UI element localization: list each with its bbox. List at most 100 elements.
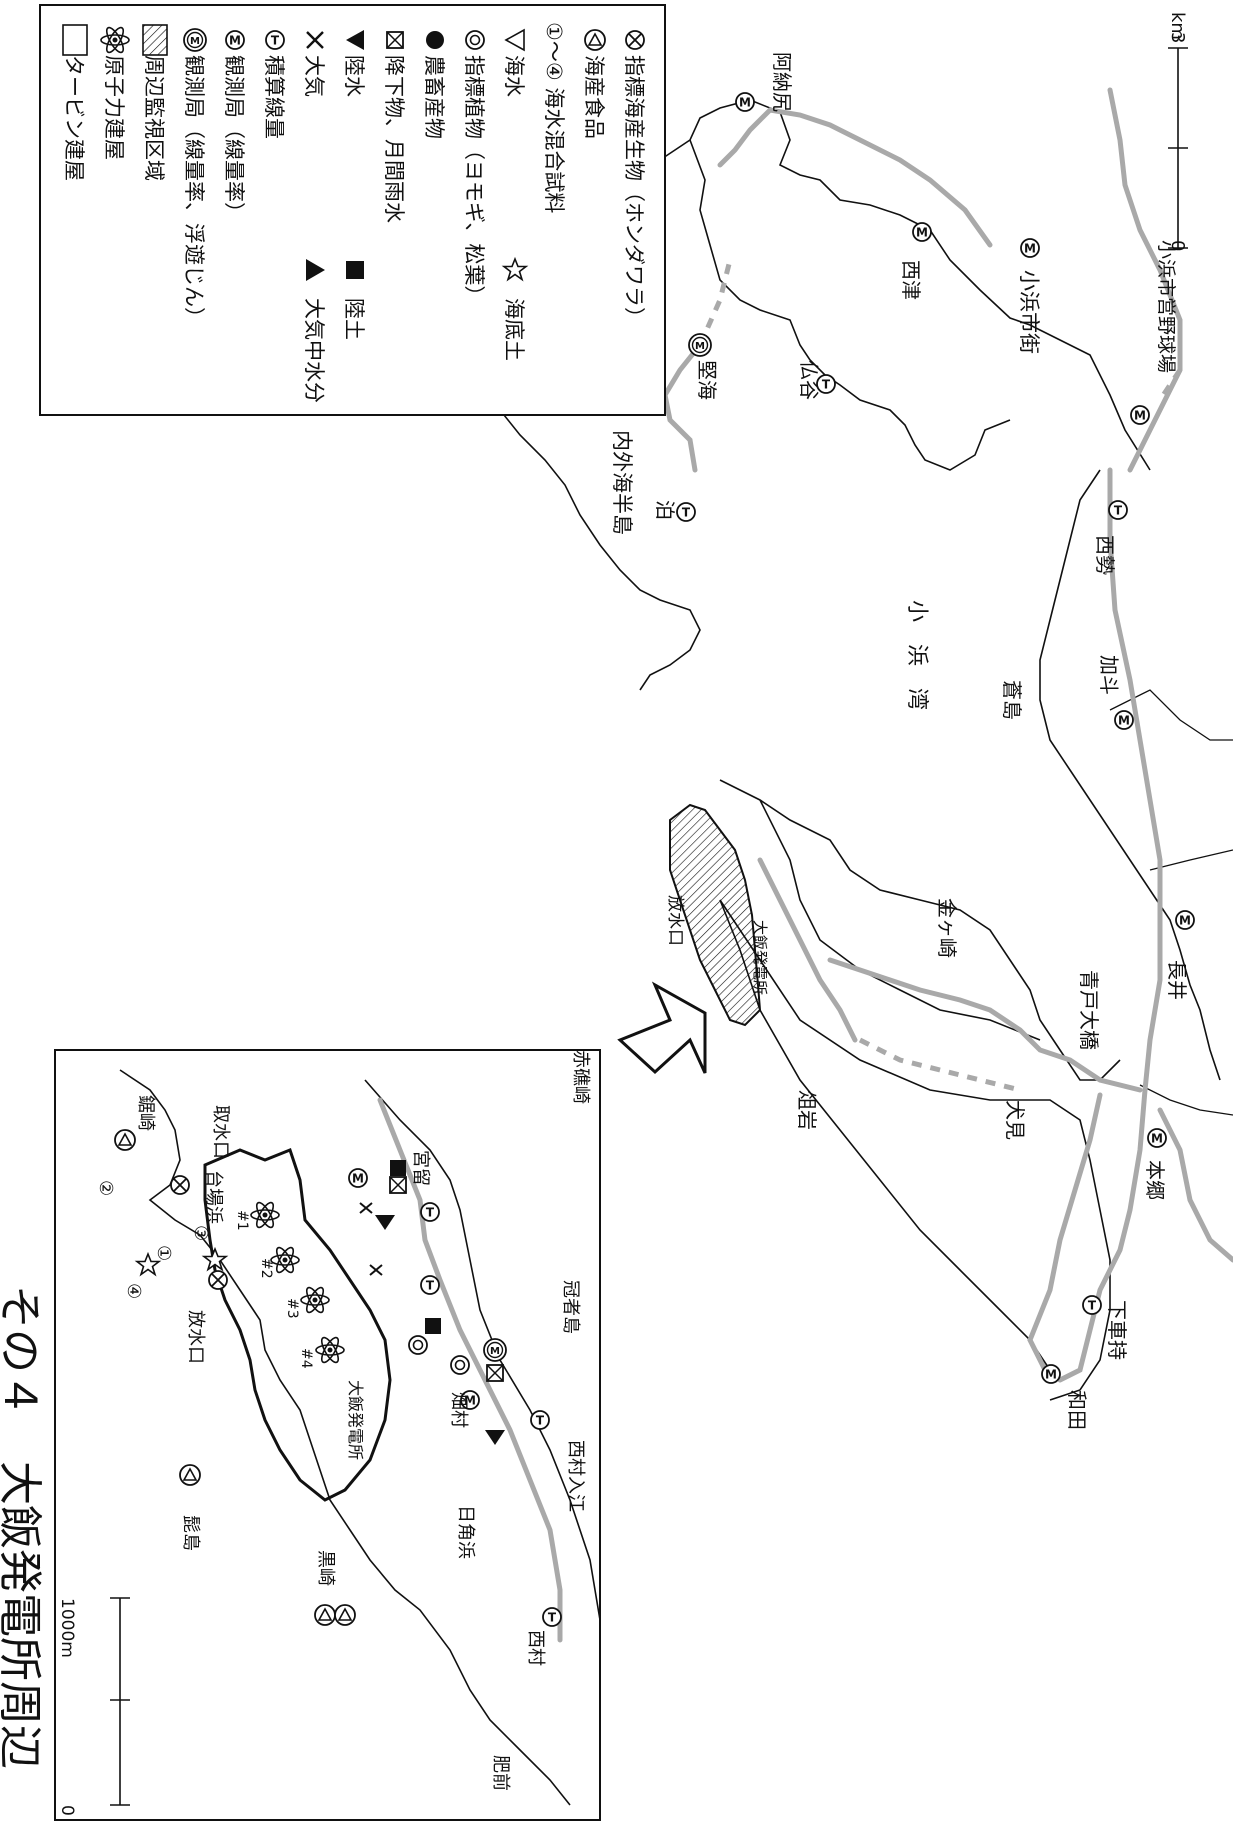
station-anoshiri-icon bbox=[735, 92, 755, 112]
inset-label-higezima: 髭島 bbox=[180, 1515, 202, 1551]
scale-main-tick: 3 bbox=[1167, 32, 1188, 43]
legend-item-label: 観測局（線量率） bbox=[222, 55, 246, 223]
coastline-south bbox=[719, 899, 1111, 1401]
label-obama-bay: 小 浜 湾 bbox=[904, 600, 929, 710]
inset-label-n3: ③ bbox=[190, 1225, 211, 1241]
coastline-hotokedani bbox=[689, 139, 1011, 471]
scale-main-unit: km bbox=[1167, 12, 1188, 40]
inset-label-akaishizaki: 赤礁崎 bbox=[570, 1050, 591, 1104]
legend: タービン建屋原子力建屋周辺監視区域観測局（線量率、浮遊じん）観測局（線量率）積算… bbox=[39, 4, 666, 416]
ohi-plant-area bbox=[669, 803, 762, 1027]
inset-coastline-north bbox=[119, 1069, 571, 1806]
page-title: その４ 大飯発電所周辺 bbox=[0, 1285, 45, 1769]
legend-item-label: 観測局（線量率、浮遊じん） bbox=[182, 55, 206, 328]
legend-item-label: 陸水 bbox=[342, 55, 366, 97]
inset-seafood-3-icon bbox=[314, 1604, 336, 1626]
scale-inset-zero: 0 bbox=[57, 1805, 77, 1816]
hatched-box bbox=[142, 24, 168, 56]
road-coast-south bbox=[1057, 467, 1163, 1383]
label-inumi: 犬見 bbox=[1003, 1100, 1027, 1140]
label-discharge-main: 放水口 bbox=[665, 895, 685, 946]
cross-icon bbox=[306, 31, 324, 49]
legend-item-label: ①～④ 海水混合試料 bbox=[542, 22, 566, 213]
inset-label-daibahama: 台場浜 bbox=[203, 1170, 224, 1224]
inset-plant-indicator-icon bbox=[408, 1335, 428, 1355]
legend-item-label-secondary: 陸土 bbox=[342, 298, 366, 340]
legend-item-label: 降下物、月間雨水 bbox=[382, 55, 406, 223]
scale-main-zero: 0 bbox=[1167, 240, 1188, 251]
inset-soil-1-icon bbox=[390, 1160, 406, 1176]
label-katami: 堅海 bbox=[695, 360, 719, 400]
inset-label-miyatome: 宮留 bbox=[410, 1150, 431, 1186]
label-tomari: 泊 bbox=[653, 500, 677, 520]
inset-dose-1-icon bbox=[420, 1202, 440, 1222]
label-uchitomi: 内外海半島 bbox=[610, 430, 634, 535]
road-katami-dashed bbox=[697, 259, 733, 347]
label-hongo: 本郷 bbox=[1143, 1160, 1167, 1200]
inset-label-unit4: #4 bbox=[298, 1348, 314, 1369]
dose-nishise-icon bbox=[1108, 500, 1128, 520]
label-nishise: 西勢 bbox=[1093, 535, 1117, 575]
label-nishizu: 西津 bbox=[899, 260, 923, 300]
double-circle-m-icon bbox=[183, 28, 207, 52]
coastline-aoto-inlet bbox=[719, 779, 1121, 1081]
inset-label-unit1: #1 bbox=[234, 1210, 250, 1231]
scale-bar-inset: 0 1000m bbox=[57, 1597, 130, 1816]
inset-label-nishimura-irie: 西村入江 bbox=[565, 1440, 586, 1512]
station-hongo-icon bbox=[1147, 1128, 1167, 1148]
station-yakyujo-icon bbox=[1130, 405, 1150, 425]
label-ohi-plant-main: 大飯発電所 bbox=[751, 920, 769, 995]
legend-item-label: 原子力建屋 bbox=[102, 55, 126, 160]
inset-road bbox=[377, 1097, 563, 1643]
road-inumi-dashed bbox=[858, 1037, 1021, 1093]
filled-square-icon bbox=[346, 261, 364, 279]
inset-station-hatamura-icon bbox=[483, 1338, 507, 1362]
inset-landwater-2-icon bbox=[485, 1430, 505, 1445]
legend-item-label: 農畜産物 bbox=[422, 55, 446, 139]
inset-seafood-2-icon bbox=[179, 1464, 201, 1486]
inset-label-unit3: #3 bbox=[284, 1298, 300, 1319]
label-hotokedani: 仏谷 bbox=[797, 360, 821, 400]
legend-item-label: 大気 bbox=[302, 55, 326, 97]
road-shimoshamochi bbox=[1027, 1092, 1103, 1383]
station-wada-icon bbox=[1041, 1364, 1061, 1384]
legend-item-label: 指標海産生物（ホンダワラ） bbox=[622, 55, 646, 328]
station-nagai-icon bbox=[1175, 910, 1195, 930]
inset-label-intake: 取水口 bbox=[210, 1105, 231, 1159]
label-wada: 和田 bbox=[1065, 1390, 1089, 1430]
inset-dose-2-icon bbox=[420, 1275, 440, 1295]
inset-label-n1: ① bbox=[153, 1245, 174, 1261]
station-nishizu-icon bbox=[912, 222, 932, 242]
legend-item-label: 海水 bbox=[502, 55, 526, 97]
filled-circle-icon bbox=[426, 31, 444, 49]
coastline-kanegasaki bbox=[759, 799, 1041, 1041]
inset-fallout-1-icon bbox=[389, 1176, 407, 1194]
inset-dose-nishimura-icon bbox=[542, 1607, 562, 1627]
label-sowa: 俎岩 bbox=[795, 1090, 819, 1130]
circle-t-icon bbox=[265, 30, 285, 50]
label-aoto-bridge: 青戸大橋 bbox=[1077, 970, 1101, 1050]
inset-landwater-icon bbox=[375, 1215, 395, 1230]
inset-label-hikadohama: 日角浜 bbox=[455, 1505, 476, 1559]
label-kanegasaki: 金ヶ崎 bbox=[935, 898, 959, 958]
double-circle-icon bbox=[465, 30, 485, 50]
inset-plant-indicator-2-icon bbox=[450, 1355, 470, 1375]
inset-label-n2: ② bbox=[95, 1180, 116, 1196]
rect-box bbox=[62, 24, 88, 56]
legend-item-label-secondary: 海底土 bbox=[502, 298, 526, 361]
legend-item-label: 指標植物（ヨモギ、松葉） bbox=[462, 55, 486, 306]
inset-seaweed-1-icon bbox=[170, 1175, 190, 1195]
label-obama-yakyujo: 小浜市営野球場 bbox=[1155, 240, 1177, 373]
inset-seafood-1-icon bbox=[114, 1129, 136, 1151]
road-aoto bbox=[827, 957, 1143, 1093]
arrow-to-inset bbox=[617, 981, 707, 1075]
station-kato-icon bbox=[1114, 710, 1134, 730]
legend-item-label: タービン建屋 bbox=[62, 55, 86, 181]
label-obama-shigai: 小浜市街 bbox=[1017, 270, 1041, 354]
inset-label-kanmurijima: 冠者島 bbox=[560, 1280, 581, 1334]
inset-label-discharge: 放水口 bbox=[185, 1310, 206, 1364]
label-anoshiri: 阿納尻 bbox=[770, 52, 794, 112]
inset-label-n4: ④ bbox=[123, 1283, 144, 1299]
inset-label-ohi-plant: 大飯発電所 bbox=[346, 1380, 365, 1460]
